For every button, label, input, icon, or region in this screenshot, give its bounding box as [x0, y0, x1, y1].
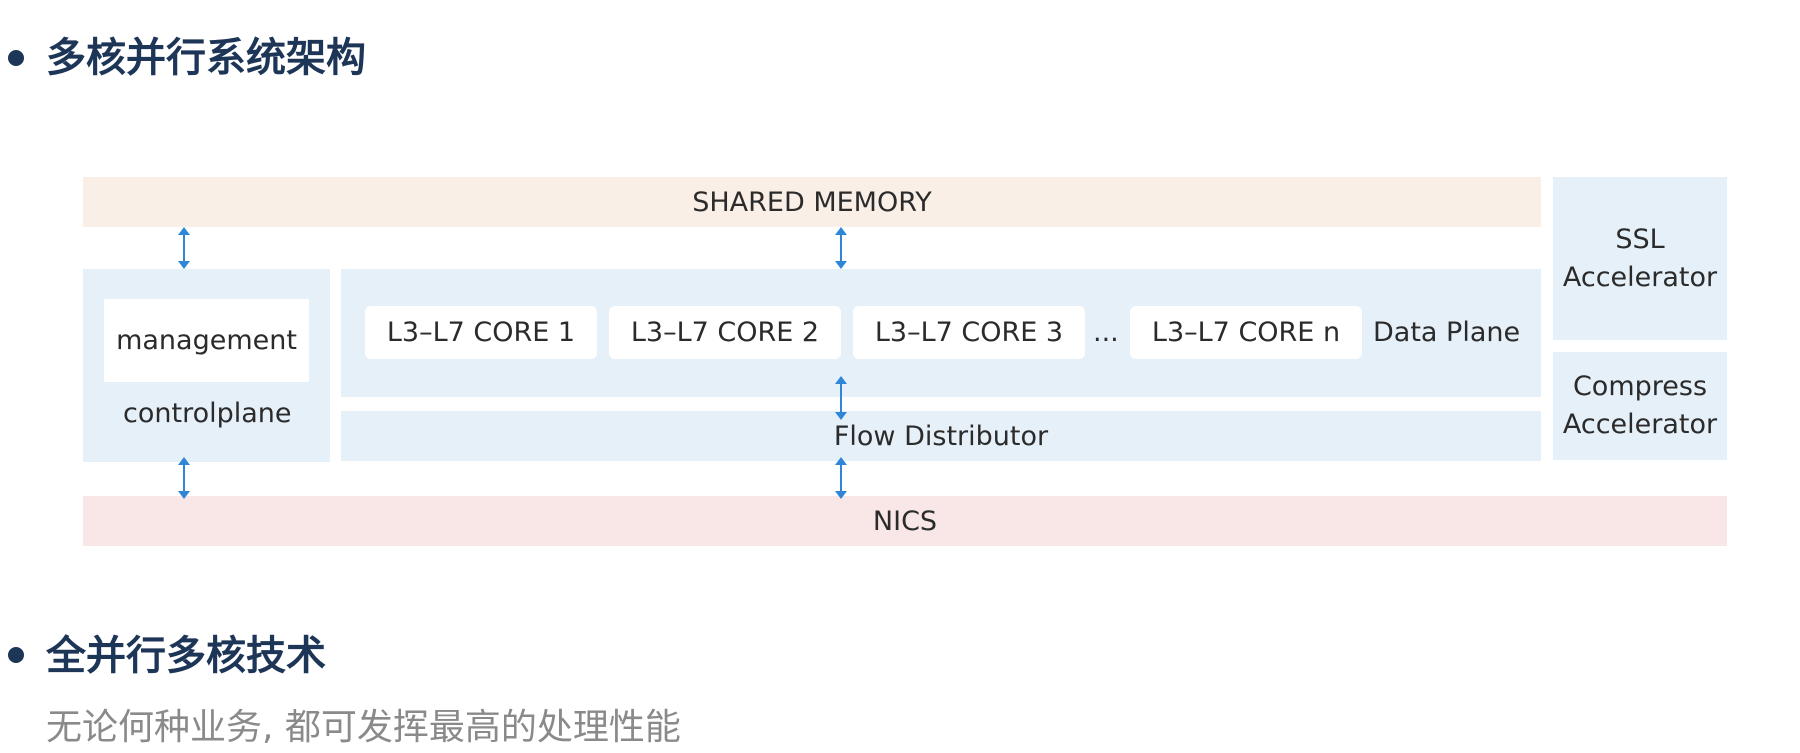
section-title-architecture: 多核并行系统架构 [46, 35, 366, 81]
flow-distributor-label: Flow Distributor [833, 420, 1049, 452]
compress-accelerator-line1: Compress [1572, 371, 1708, 402]
section-subtitle: 无论何种业务, 都可发挥最高的处理性能 [46, 707, 681, 748]
core-box-1: L3–L7 CORE 1 [365, 306, 597, 359]
compress-accelerator-box: Compress Accelerator [1553, 352, 1727, 460]
core-label-3: L3–L7 CORE 3 [874, 317, 1064, 348]
bullet-icon [8, 647, 24, 663]
shared-memory-label: SHARED MEMORY [692, 186, 932, 218]
core-label-2: L3–L7 CORE 2 [630, 317, 820, 348]
section-title-multicore: 全并行多核技术 [46, 633, 326, 679]
core-box-2: L3–L7 CORE 2 [609, 306, 841, 359]
management-box: management [104, 299, 309, 382]
compress-accelerator-line2: Accelerator [1562, 409, 1718, 440]
ssl-accelerator-box: SSL Accelerator [1553, 177, 1727, 340]
controlplane-label: controlplane [123, 398, 292, 429]
ssl-accelerator-line1: SSL [1615, 223, 1665, 255]
arrow-memory-control [177, 227, 191, 269]
management-label: management [116, 325, 297, 356]
core-label-1: L3–L7 CORE 1 [386, 317, 576, 348]
shared-memory-bar: SHARED MEMORY [83, 177, 1541, 227]
arrow-memory-data [834, 227, 848, 269]
arrow-flow-nics [834, 457, 848, 499]
flow-distributor-bar: Flow Distributor [341, 411, 1541, 461]
nics-label: NICS [872, 505, 938, 537]
core-label-n: L3–L7 CORE n [1151, 317, 1341, 348]
bullet-icon [8, 50, 24, 66]
data-plane-label: Data Plane [1373, 317, 1521, 348]
core-box-n: L3–L7 CORE n [1130, 306, 1362, 359]
arrow-control-nics [177, 457, 191, 499]
ssl-accelerator-line2: Accelerator [1562, 261, 1718, 293]
arrow-data-flow [834, 376, 848, 420]
core-box-3: L3–L7 CORE 3 [853, 306, 1085, 359]
nics-bar: NICS [83, 496, 1727, 546]
core-ellipsis: ... [1093, 317, 1119, 348]
